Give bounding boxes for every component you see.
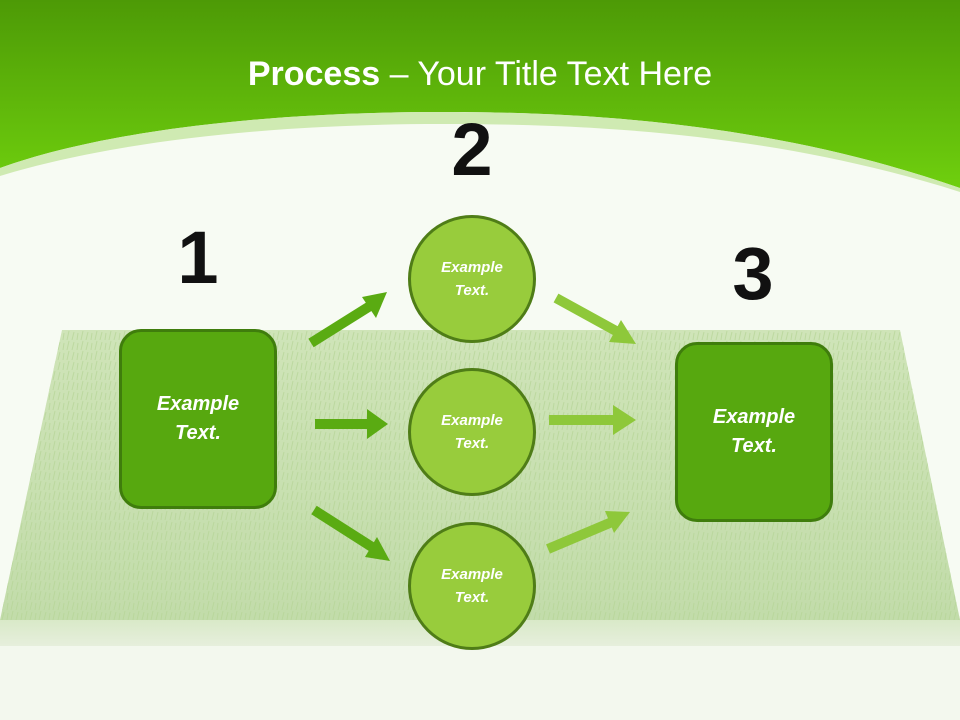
title-bold: Process [247, 55, 381, 93]
step-3-label: Example Text. [712, 406, 796, 457]
step-3-box: Example Text. [675, 342, 833, 522]
slide-title: Process – Your Title Text Here [0, 52, 960, 96]
title-rest: – Your Title Text Here [380, 55, 713, 93]
step-1-box: Example Text. [119, 329, 277, 509]
arrow-2-to-3-top [553, 293, 636, 344]
step-3-number: 3 [732, 232, 774, 315]
arrow-1-to-2-top [308, 292, 387, 348]
arrow-1-to-2-middle [315, 409, 388, 439]
step-2-circle-top: Example Text. [408, 215, 536, 343]
step-1-number: 1 [177, 216, 219, 299]
arrow-2-to-3-middle [549, 405, 636, 435]
step-2-middle-label: Example Text. [441, 412, 503, 452]
step-2-top-label: Example Text. [441, 259, 503, 299]
step-2-bottom-label: Example Text. [441, 566, 503, 606]
arrow-2-to-3-bottom [546, 511, 630, 554]
step-1-label: Example Text. [156, 393, 240, 444]
step-2-circle-middle: Example Text. [408, 368, 536, 496]
arrow-1-to-2-bottom [311, 505, 390, 561]
step-2-circle-bottom: Example Text. [408, 522, 536, 650]
header-band [0, 0, 960, 192]
step-2-number: 2 [451, 108, 493, 191]
